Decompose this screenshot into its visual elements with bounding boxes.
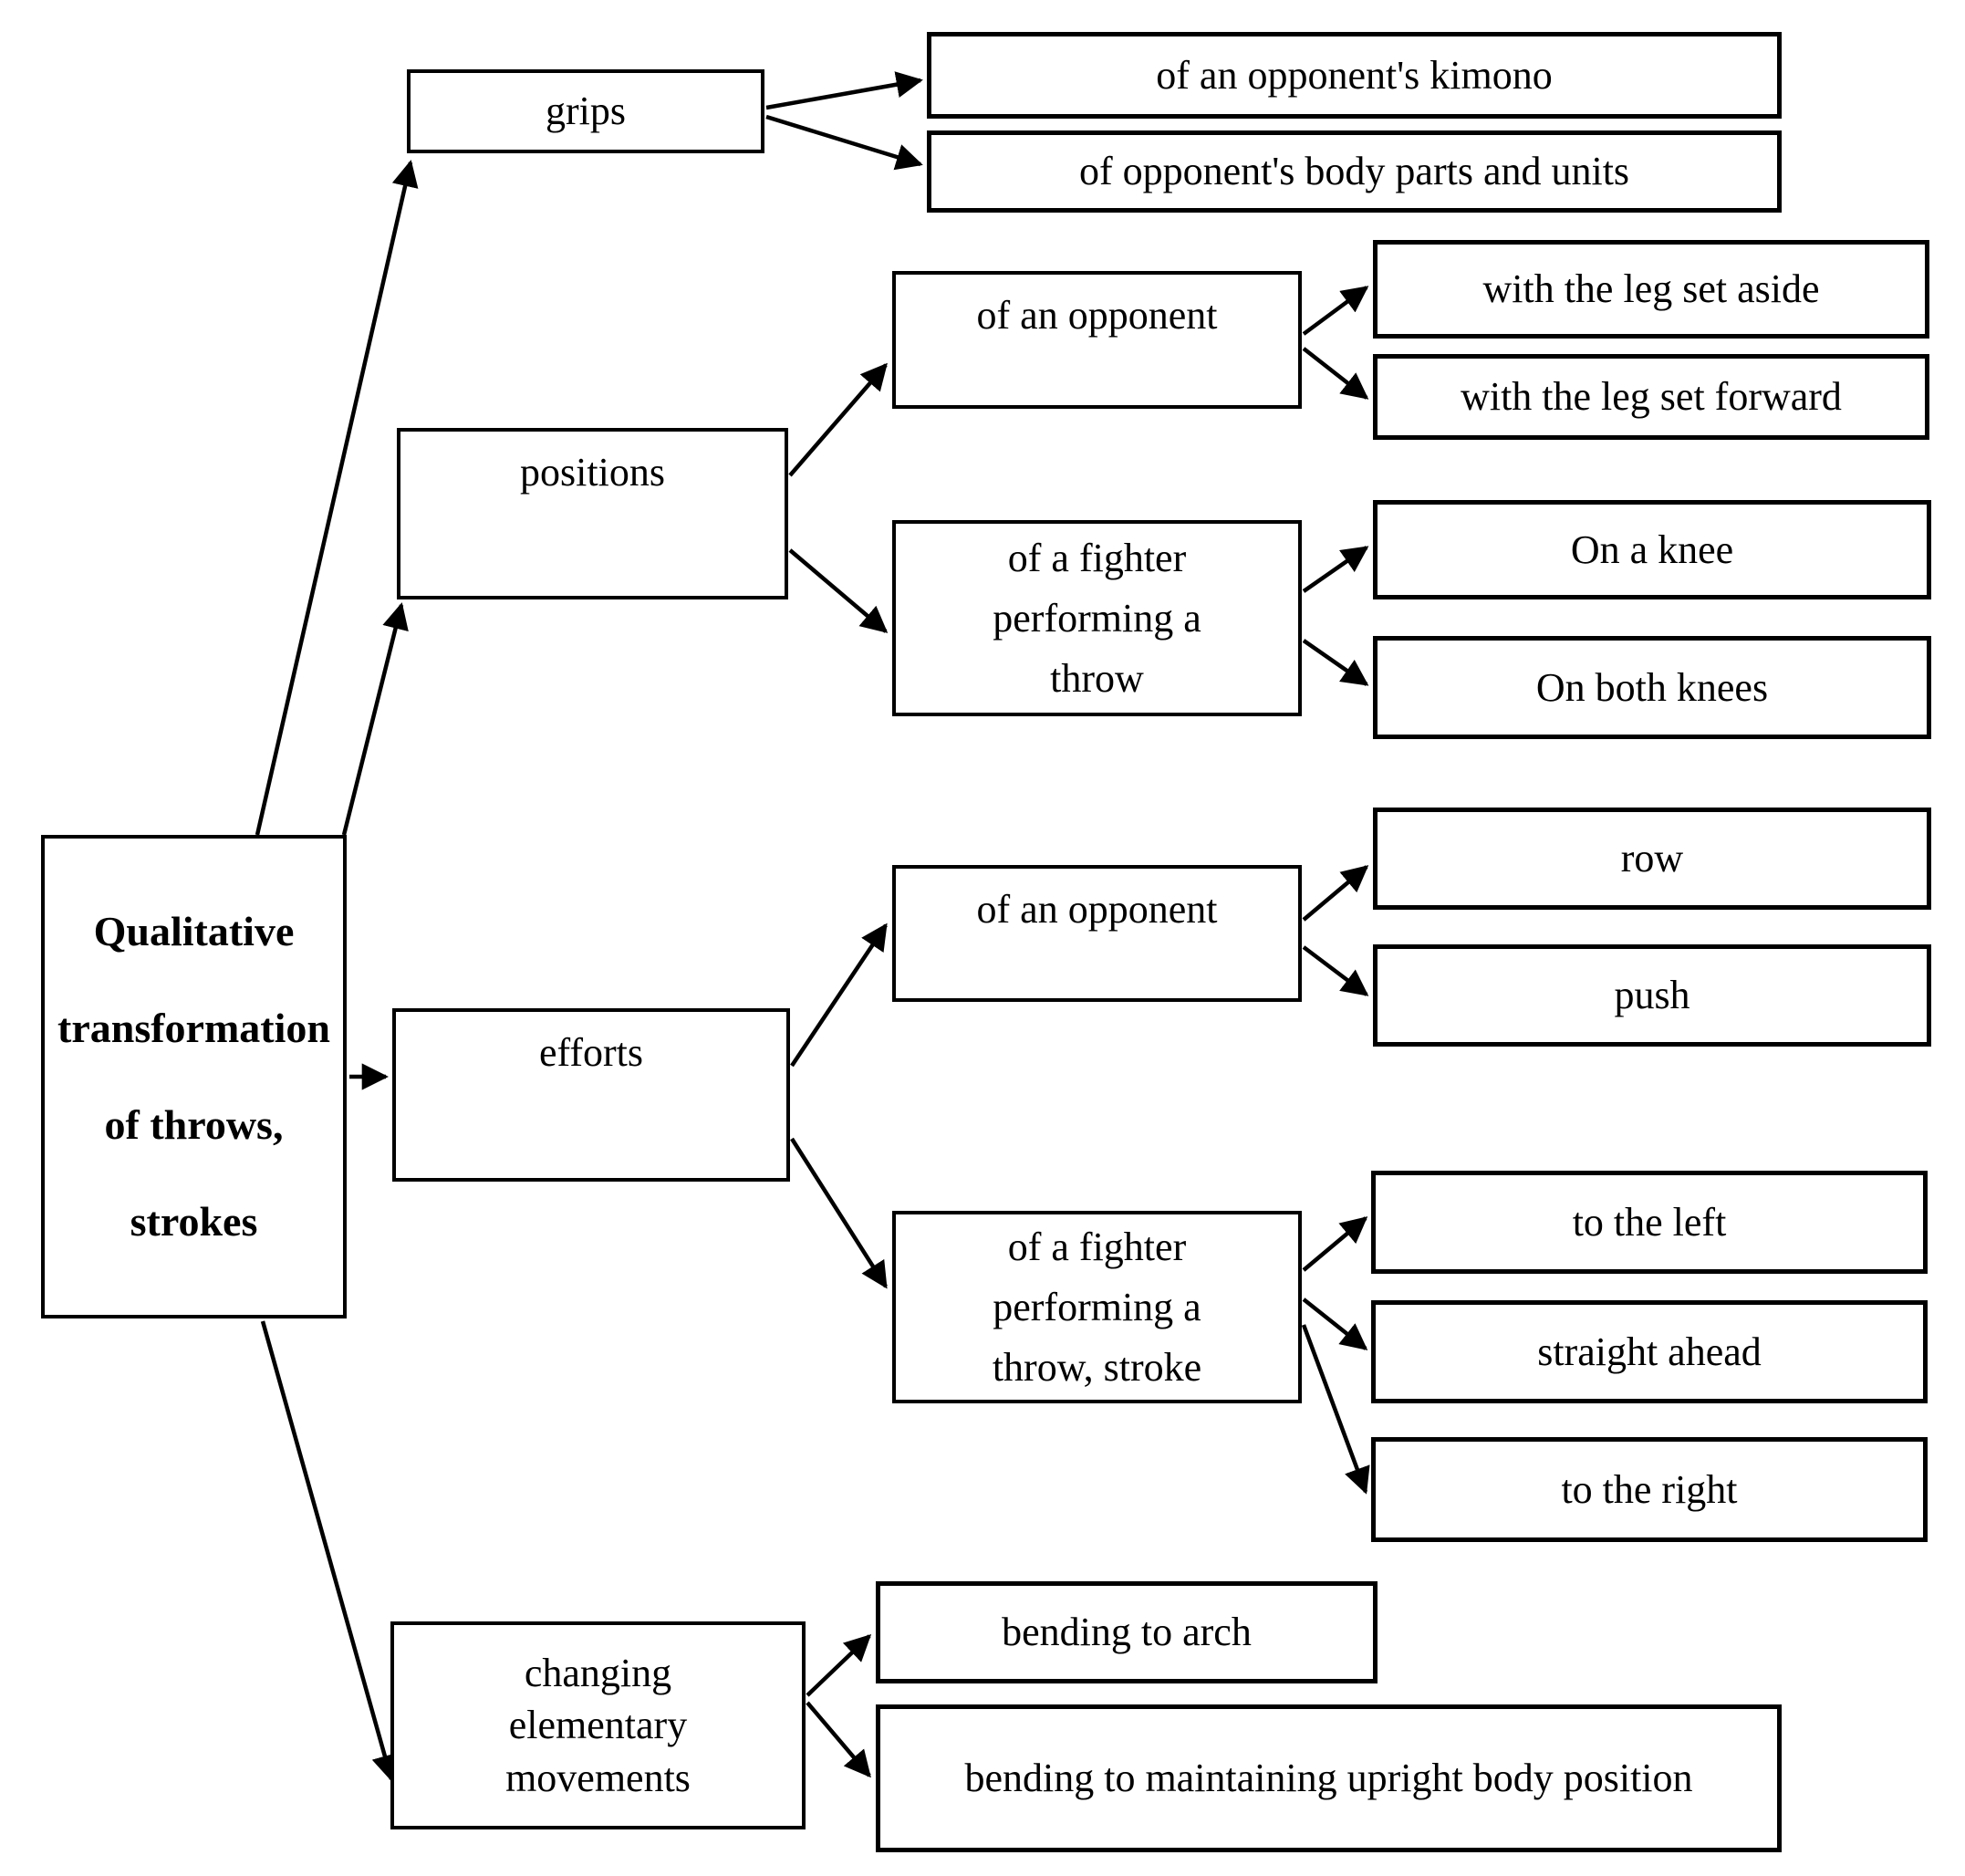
arrow-positions-opponent — [788, 362, 888, 477]
node-on-a-knee: On a knee — [1373, 500, 1931, 599]
node-on-both-knees: On both knees — [1373, 636, 1931, 739]
arrow-changing-upright — [806, 1701, 871, 1778]
arrow-efffighter-toright — [1301, 1324, 1370, 1495]
node-positions: positions — [397, 428, 788, 599]
arrow-efffighter-straight — [1302, 1298, 1368, 1350]
arrow-posfighter-bothknees — [1302, 639, 1369, 686]
arrow-posopponent-legforward — [1302, 347, 1369, 400]
node-efforts: efforts — [392, 1008, 790, 1182]
node-efforts-of-an-opponent: of an opponent — [892, 865, 1302, 1002]
arrow-root-positions — [341, 602, 409, 836]
node-positions-of-an-opponent: of an opponent — [892, 271, 1302, 409]
arrow-changing-arch — [806, 1633, 872, 1697]
arrow-efffighter-toleft — [1302, 1216, 1368, 1272]
node-leg-set-aside: with the leg set aside — [1373, 240, 1929, 339]
node-to-the-right: to the right — [1371, 1437, 1928, 1542]
node-row: row — [1373, 808, 1931, 910]
arrow-posopponent-legaside — [1302, 286, 1369, 336]
node-grips: grips — [407, 69, 764, 153]
node-fighter-performing-throw-stroke: of a fighter performing a throw, stroke — [892, 1211, 1302, 1403]
node-fighter-performing-throw: of a fighter performing a throw — [892, 520, 1302, 716]
node-changing-elementary-movements: changing elementary movements — [390, 1621, 806, 1829]
arrow-effopponent-row — [1302, 865, 1369, 922]
node-to-the-left: to the left — [1371, 1171, 1928, 1274]
node-straight-ahead: straight ahead — [1371, 1300, 1928, 1403]
node-bending-to-arch: bending to arch — [876, 1581, 1378, 1683]
node-bending-upright-body-position: bending to maintaining upright body posi… — [876, 1704, 1782, 1852]
node-push: push — [1373, 944, 1931, 1047]
arrow-grips-bodyparts — [765, 114, 923, 171]
node-opponents-kimono: of an opponent's kimono — [927, 32, 1782, 119]
arrow-grips-kimono — [765, 71, 923, 110]
arrow-efforts-opponent — [790, 922, 888, 1068]
arrow-positions-fighter — [788, 548, 889, 633]
arrow-posfighter-oneknee — [1302, 546, 1369, 593]
node-body-parts-and-units: of opponent's body parts and units — [927, 130, 1782, 213]
arrow-root-grips — [255, 160, 419, 836]
node-leg-set-forward: with the leg set forward — [1373, 354, 1929, 440]
arrow-effopponent-push — [1302, 945, 1369, 996]
arrow-efforts-fighter — [790, 1137, 888, 1289]
arrow-root-changing — [260, 1320, 398, 1782]
node-root-title: Qualitative transformation of throws, st… — [41, 835, 347, 1318]
